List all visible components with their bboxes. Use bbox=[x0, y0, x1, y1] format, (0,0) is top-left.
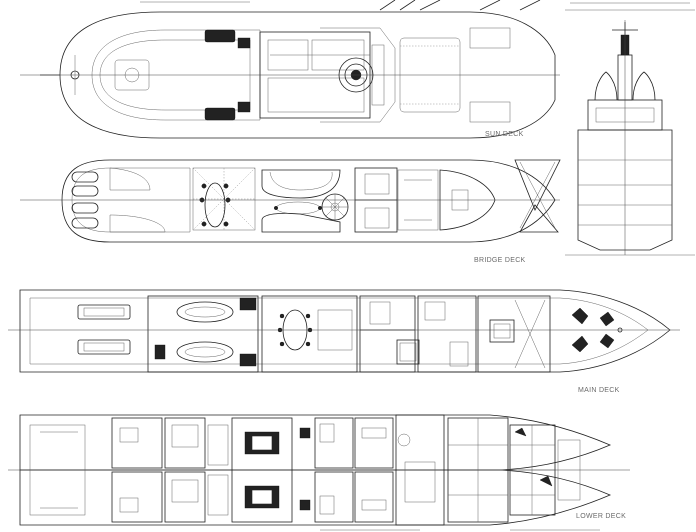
front-elevation bbox=[565, 9, 695, 256]
foredeck-bow bbox=[514, 159, 561, 233]
bridge-deck-plan bbox=[20, 159, 560, 243]
lower-deck-plan bbox=[8, 414, 630, 526]
sun-deck-label: SUN DECK bbox=[485, 131, 524, 138]
top-edge-remnants bbox=[140, 0, 690, 11]
bridge-deck-label: BRIDGE DECK bbox=[474, 257, 526, 264]
lower-deck-label: LOWER DECK bbox=[576, 513, 627, 520]
main-deck-label: MAIN DECK bbox=[578, 387, 620, 394]
sun-deck-plan bbox=[20, 11, 560, 139]
main-deck-plan bbox=[8, 289, 680, 373]
